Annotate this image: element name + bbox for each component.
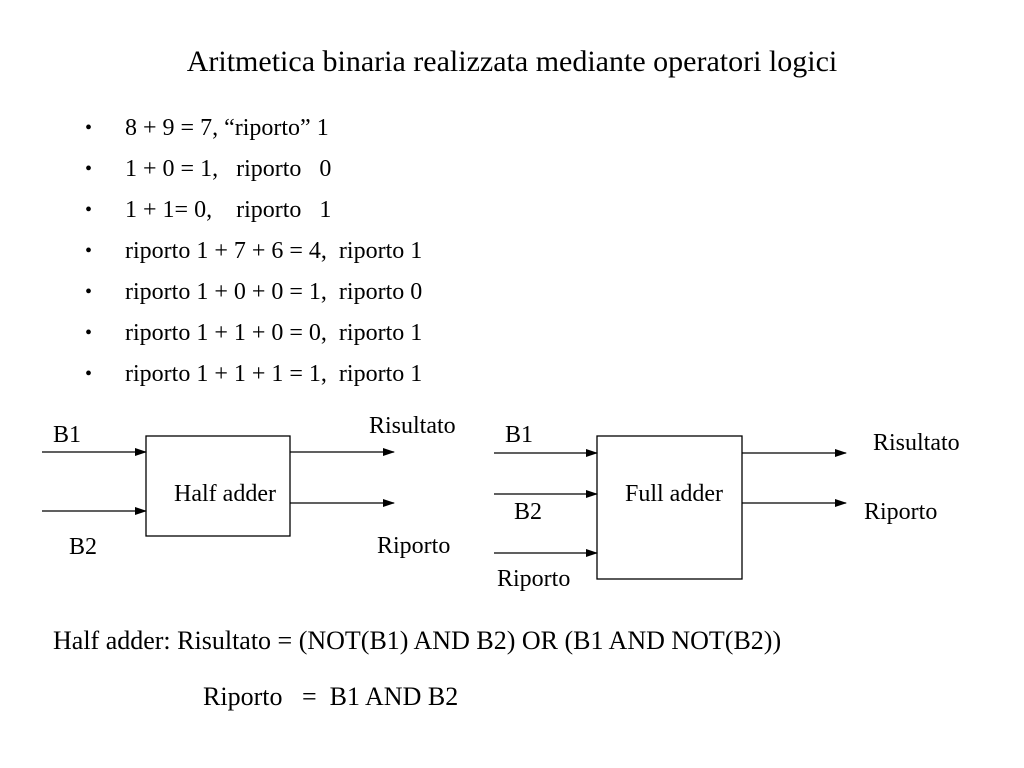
half-adder-output-riporto-label: Riporto [377,533,450,559]
bullet-dot-icon: • [85,158,93,180]
bullet-item: • riporto 1 + 0 + 0 = 1, riporto 0 [85,272,422,313]
half-adder-label: Half adder [174,481,276,507]
bullet-item: • riporto 1 + 1 + 0 = 0, riporto 1 [85,313,422,354]
full-adder-input-b2-label: B2 [514,499,542,525]
bullet-text: 1 + 0 = 1, riporto 0 [125,156,332,182]
bullet-item: • 1 + 1= 0, riporto 1 [85,190,422,231]
full-adder-diagram: Full adder B1 B2 Riporto Risultato Ripor… [494,422,960,592]
bullet-text: 1 + 1= 0, riporto 1 [125,197,332,223]
bullet-item: • 1 + 0 = 1, riporto 0 [85,149,422,190]
bullet-item: • riporto 1 + 7 + 6 = 4, riporto 1 [85,231,422,272]
full-adder-input-riporto-label: Riporto [497,566,570,592]
half-adder-diagram: Half adder B1 B2 Risultato Riporto [42,413,456,560]
bullet-dot-icon: • [85,240,93,262]
slide-title: Aritmetica binaria realizzata mediante o… [186,45,838,78]
bullet-text: riporto 1 + 1 + 1 = 1, riporto 1 [125,361,423,387]
half-adder-box [145,435,291,537]
bullet-dot-icon: • [85,117,93,139]
bullet-item: • riporto 1 + 1 + 1 = 1, riporto 1 [85,354,422,395]
bullet-dot-icon: • [85,199,93,221]
full-adder-box [596,435,743,580]
bullet-dot-icon: • [85,281,93,303]
bullet-list: • 8 + 9 = 7, “riporto” 1 • 1 + 0 = 1, ripo… [85,108,422,395]
bullet-text: riporto 1 + 7 + 6 = 4, riporto 1 [125,238,423,264]
full-adder-output-risultato-label: Risultato [873,430,960,456]
half-adder-output-risultato-label: Risultato [369,413,456,439]
half-adder-riporto-formula: Riporto = B1 AND B2 [203,682,459,711]
full-adder-output-riporto-label: Riporto [864,499,937,525]
full-adder-input-b1-label: B1 [505,422,533,448]
half-adder-input-b2-label: B2 [69,534,97,560]
bullet-item: • 8 + 9 = 7, “riporto” 1 [85,108,422,149]
bullet-text: 8 + 9 = 7, “riporto” 1 [125,115,329,141]
bullet-dot-icon: • [85,363,93,385]
bullet-text: riporto 1 + 1 + 0 = 0, riporto 1 [125,320,423,346]
full-adder-label: Full adder [625,481,723,507]
half-adder-risultato-formula: Half adder: Risultato = (NOT(B1) AND B2)… [53,626,782,655]
bullet-dot-icon: • [85,322,93,344]
bullet-text: riporto 1 + 0 + 0 = 1, riporto 0 [125,279,423,305]
half-adder-input-b1-label: B1 [53,422,81,448]
